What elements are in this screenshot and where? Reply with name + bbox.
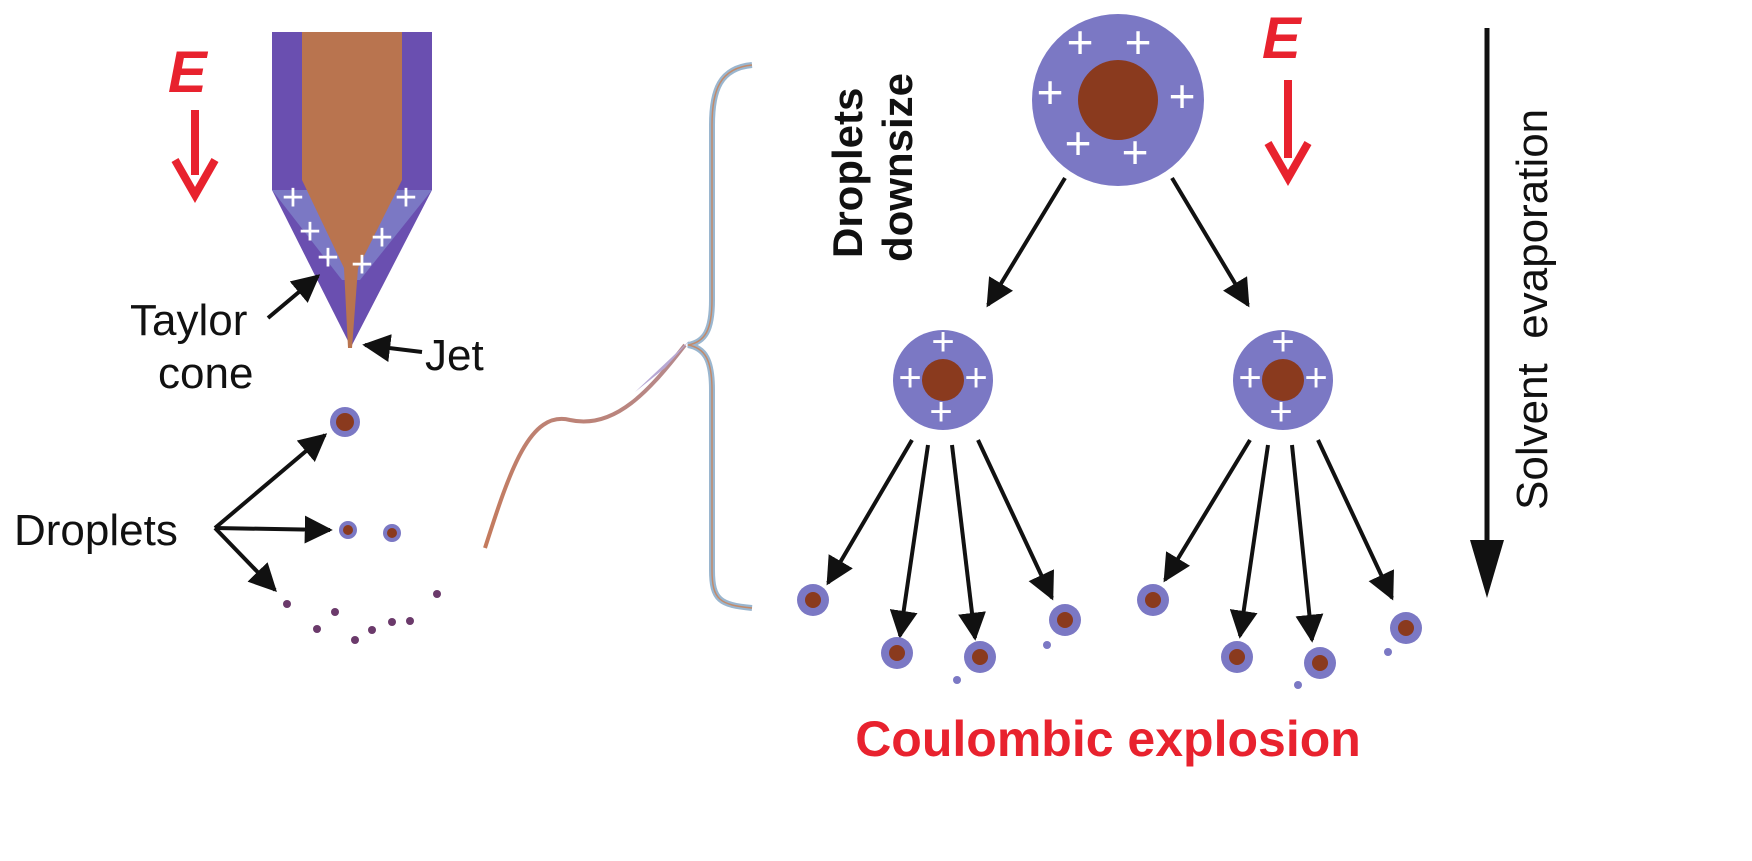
svg-text:+: + bbox=[1037, 66, 1064, 118]
droplets-arrows bbox=[213, 433, 333, 593]
cone-plus-3: + bbox=[299, 211, 321, 253]
svg-text:+: + bbox=[1169, 70, 1196, 122]
spray-droplets bbox=[283, 407, 441, 644]
taylor-cone-arrow bbox=[266, 274, 321, 320]
curly-brace bbox=[687, 62, 753, 611]
svg-text:+: + bbox=[1125, 16, 1152, 68]
explosion-arrows bbox=[826, 438, 1394, 643]
curly-brace-inner bbox=[687, 64, 753, 609]
downsize-label-line2: downsize bbox=[874, 73, 921, 262]
child-droplet-right: + + + + bbox=[1233, 320, 1333, 434]
svg-text:+: + bbox=[1067, 16, 1094, 68]
cone-plus-2: + bbox=[395, 177, 417, 219]
svg-text:+: + bbox=[929, 390, 952, 434]
cone-plus-4: + bbox=[371, 217, 393, 259]
svg-text:+: + bbox=[931, 320, 954, 364]
magnify-curve bbox=[483, 343, 687, 549]
parent-droplet: + + + + + + bbox=[1032, 14, 1204, 186]
offspring-droplets bbox=[797, 584, 1422, 689]
svg-text:+: + bbox=[1269, 390, 1292, 434]
downsize-label-line1: Droplets bbox=[824, 88, 871, 258]
svg-text:+: + bbox=[1122, 126, 1149, 178]
droplets-label: Droplets bbox=[14, 506, 178, 555]
field-label-right: E bbox=[1262, 6, 1303, 71]
svg-text:+: + bbox=[1065, 117, 1092, 169]
taylor-cone-label-line1: Taylor bbox=[130, 296, 247, 345]
solvent-evaporation-label: Solvent evaporation bbox=[1508, 109, 1557, 510]
jet-arrow bbox=[362, 334, 423, 362]
field-label-left: E bbox=[168, 40, 209, 105]
jet-label: Jet bbox=[425, 331, 484, 380]
field-arrow-left bbox=[171, 110, 219, 204]
svg-text:+: + bbox=[898, 356, 921, 400]
svg-text:+: + bbox=[1304, 356, 1327, 400]
svg-text:+: + bbox=[1238, 356, 1261, 400]
svg-text:+: + bbox=[964, 356, 987, 400]
child-droplet-left: + + + + bbox=[893, 320, 993, 434]
cone-plus-1: + bbox=[282, 177, 304, 219]
svg-text:+: + bbox=[1271, 320, 1294, 364]
cone-plus-5: + bbox=[317, 237, 339, 279]
nozzle bbox=[272, 32, 432, 348]
field-arrow-right bbox=[1264, 80, 1312, 187]
magnify-curve-head bbox=[635, 340, 690, 392]
split-arrows bbox=[986, 176, 1250, 308]
evaporation-arrow bbox=[1470, 28, 1504, 598]
cone-charges: + + + + + + bbox=[282, 177, 417, 286]
coulombic-explosion-label: Coulombic explosion bbox=[855, 711, 1361, 767]
taylor-cone-label-line2: cone bbox=[158, 349, 253, 398]
cone-plus-6: + bbox=[351, 244, 373, 286]
